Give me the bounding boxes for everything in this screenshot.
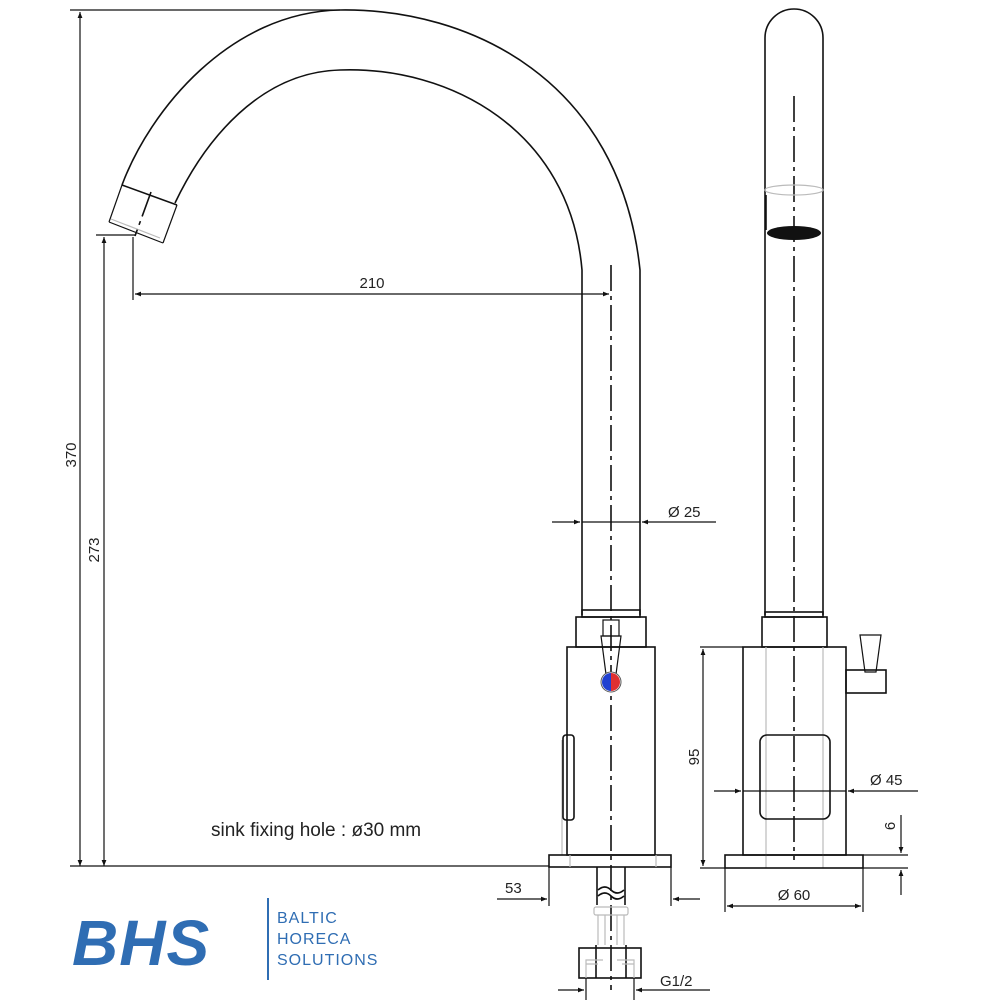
dim-pipe-diameter: Ø 25 <box>552 504 716 525</box>
dim-base-offset: 53 <box>497 867 700 906</box>
logo-line-solutions: SOLUTIONS <box>277 952 378 969</box>
bhs-logo: BHS BALTIC HORECA SOLUTIONS <box>72 898 378 980</box>
logo-line-baltic: BALTIC <box>277 910 338 927</box>
dim-label-6: 6 <box>882 822 899 830</box>
dim-spout-height: 273 <box>86 234 135 866</box>
dim-thread: G1/2 <box>558 973 710 1000</box>
dim-base-diameter: Ø 60 <box>724 868 864 912</box>
side-pipe-outline <box>764 8 824 615</box>
base-plate <box>548 854 672 868</box>
dim-label-d25: Ø 25 <box>668 504 701 521</box>
dim-label-d45: Ø 45 <box>870 772 903 789</box>
logo-line-horeca: HORECA <box>277 931 351 948</box>
lever-stem <box>602 619 620 637</box>
dim-label-273: 273 <box>86 537 103 562</box>
side-sensor-window <box>759 734 831 820</box>
dim-total-height: 370 <box>63 9 340 866</box>
supply-connector <box>578 867 642 979</box>
side-lever-handle <box>859 634 882 673</box>
sink-hole-note: sink fixing hole : ø30 mm <box>211 820 421 841</box>
spout-inner-curve <box>174 69 583 615</box>
side-lever-stem <box>845 669 887 694</box>
dim-label-370: 370 <box>63 442 80 467</box>
hot-cold-indicator <box>600 671 622 693</box>
dim-spout-reach: 210 <box>132 237 609 300</box>
dim-base-thickness: 6 <box>863 815 908 895</box>
side-base-plate <box>724 854 864 869</box>
dim-label-d60: Ø 60 <box>778 887 811 904</box>
dim-body-diameter: Ø 45 <box>714 772 918 794</box>
sensor-window <box>562 734 575 821</box>
dim-label-95: 95 <box>686 749 703 766</box>
aerator <box>108 184 178 244</box>
side-view: 95 Ø 45 Ø 60 6 <box>686 8 918 912</box>
dim-label-g12: G1/2 <box>660 973 693 990</box>
pipe-collar <box>581 609 641 618</box>
spout-outer-curve <box>121 9 641 615</box>
dim-body-height: 95 <box>686 646 743 869</box>
g12-nut <box>578 947 642 979</box>
dim-label-210: 210 <box>359 275 384 292</box>
side-aerator-outlet <box>767 226 821 240</box>
logo-mark: BHS <box>72 907 210 979</box>
front-view: 370 273 210 Ø 25 53 <box>63 9 716 1000</box>
dim-label-53: 53 <box>505 880 522 897</box>
